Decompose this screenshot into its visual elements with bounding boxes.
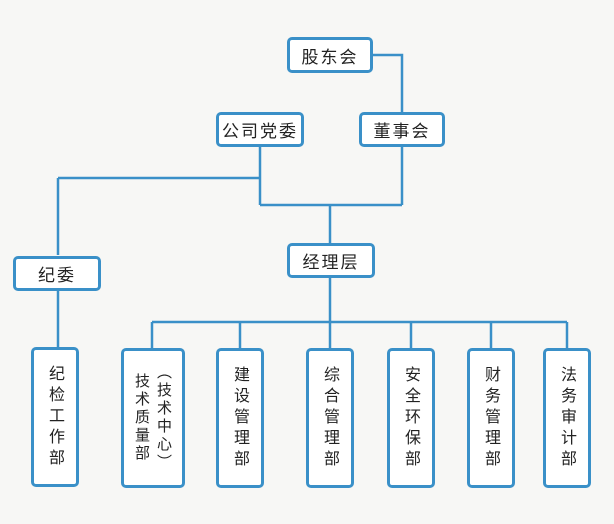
- node-general: 综合管理部: [306, 348, 354, 488]
- node-legal-audit-label: 法务审计部: [558, 365, 577, 471]
- node-discipline: 纪委: [13, 256, 101, 291]
- node-party-committee-label: 公司党委: [222, 122, 298, 142]
- node-shareholders-label: 股东会: [301, 47, 359, 68]
- node-legal-audit: 法务审计部: [543, 348, 591, 488]
- node-party-committee: 公司党委: [216, 112, 304, 147]
- node-board: 董事会: [359, 112, 445, 147]
- node-board-label: 董事会: [373, 122, 431, 142]
- node-shareholders: 股东会: [287, 37, 373, 73]
- node-safety-label: 安全环保部: [402, 365, 421, 471]
- node-finance-label: 财务管理部: [482, 365, 501, 471]
- node-general-label: 综合管理部: [321, 365, 340, 471]
- node-safety: 安全环保部: [387, 348, 435, 488]
- node-construction-label: 建设管理部: [231, 365, 250, 471]
- node-discipline-work-label: 纪检工作部: [46, 364, 65, 470]
- node-management-label: 经理层: [302, 253, 360, 273]
- node-discipline-work: 纪检工作部: [31, 347, 79, 487]
- node-management: 经理层: [287, 243, 375, 278]
- connector-shareholders-board: [372, 53, 404, 113]
- node-finance: 财务管理部: [467, 348, 515, 488]
- node-tech-quality: 技术质量部 （技术中心）: [121, 348, 185, 488]
- node-tech-quality-sub-label: （技术中心）: [155, 364, 173, 472]
- node-construction: 建设管理部: [216, 348, 264, 488]
- node-tech-quality-label: 技术质量部: [133, 373, 151, 463]
- node-discipline-label: 纪委: [38, 266, 76, 286]
